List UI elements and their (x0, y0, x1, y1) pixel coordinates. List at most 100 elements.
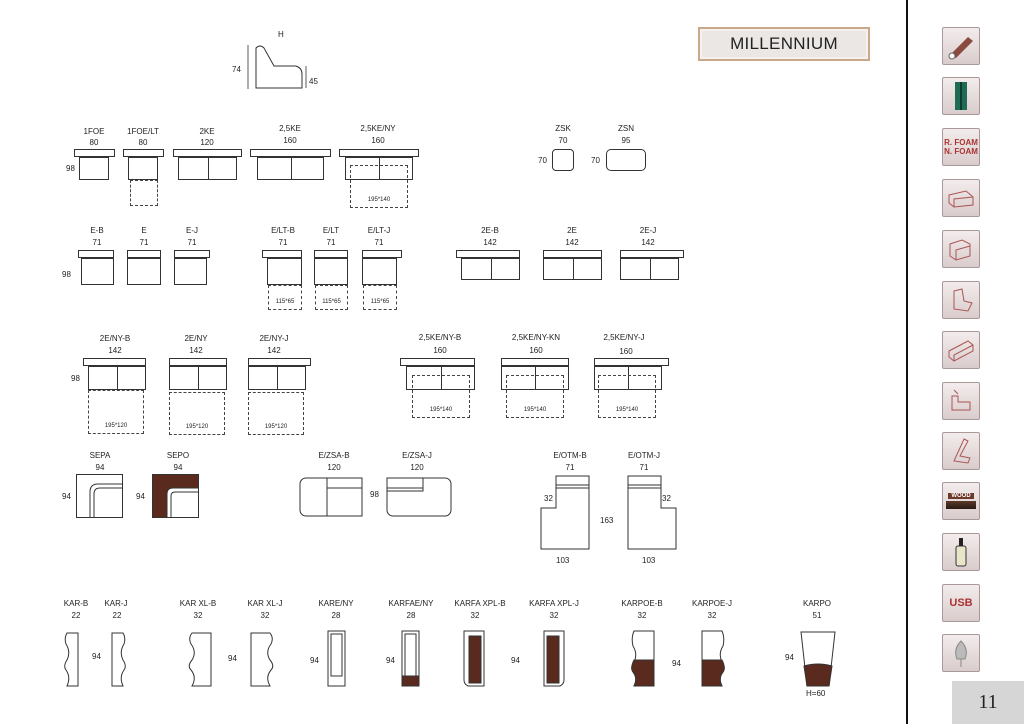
corner-open-drawing (76, 474, 123, 518)
depth-32: 32 (662, 494, 671, 503)
module-code: E-J (186, 226, 198, 235)
module-code: E/ZSA-J (402, 451, 432, 460)
module-seat (128, 157, 158, 180)
module-back (127, 250, 161, 258)
module-width: 80 (138, 138, 148, 147)
module-width: 71 (139, 238, 149, 247)
module-width: 160 (529, 346, 543, 355)
module-back (362, 250, 402, 258)
side-profile-drawing (247, 45, 307, 89)
module-width: 71 (374, 238, 384, 247)
module-back (169, 358, 227, 366)
module-seat (257, 157, 324, 180)
module-code: 2KE (199, 127, 215, 136)
depth-94: 94 (310, 656, 319, 665)
side-table-drawing (800, 631, 836, 687)
module-seat (178, 157, 237, 180)
module-code: E/LT (322, 226, 340, 235)
module-code: 2E/NY-B (99, 334, 131, 343)
depth-103: 103 (642, 556, 656, 565)
module-seat (174, 258, 207, 285)
module-width: 142 (267, 346, 281, 355)
depth-32: 32 (544, 494, 553, 503)
module-back (456, 250, 520, 258)
module-code: KAR XL-J (247, 599, 283, 608)
ottoman-left-drawing (540, 475, 590, 550)
module-back (314, 250, 348, 258)
stool-rect (606, 149, 646, 171)
module-width: 94 (173, 463, 183, 472)
module-width: 120 (200, 138, 214, 147)
height-45: 45 (309, 77, 318, 86)
module-seat (81, 258, 114, 285)
stool-square (552, 149, 574, 171)
module-back (339, 149, 419, 157)
depth-94: 94 (228, 654, 237, 663)
module-code: 2,5KE (279, 124, 301, 133)
module-code: E/LT-J (367, 226, 391, 235)
depth-98: 98 (62, 270, 71, 279)
usb-icon: USB (942, 584, 980, 622)
lamp-icon (942, 634, 980, 672)
usb-label: USB (949, 597, 973, 609)
page-number: 11 (952, 681, 1024, 724)
armrest-xl-left-drawing (188, 632, 212, 687)
armrest-wood-right-drawing (543, 630, 565, 687)
depth-94: 94 (62, 492, 71, 501)
module-seat (79, 157, 109, 180)
recliner-icon (942, 281, 980, 319)
module-code: 2E/NY-J (259, 334, 289, 343)
headrest-icon (942, 432, 980, 470)
bed-outline: 115*65 (363, 285, 397, 310)
module-width: 22 (112, 611, 122, 620)
module-back (543, 250, 602, 258)
corner-closed-drawing (152, 474, 199, 518)
module-width: 120 (410, 463, 424, 472)
module-code: KARPO (802, 599, 832, 608)
depth-94: 94 (785, 653, 794, 662)
bed-outline: 195*140 (598, 375, 656, 418)
pull-out-bed-icon (942, 331, 980, 369)
module-width: 32 (549, 611, 559, 620)
module-seat (461, 258, 520, 280)
module-width: 95 (621, 136, 631, 145)
module-seat (267, 258, 302, 285)
nfoam-label: N. FOAM (944, 147, 978, 156)
module-code: 2E-B (481, 226, 499, 235)
module-back (78, 250, 114, 258)
depth-94: 94 (672, 659, 681, 668)
bed-outline: 195*120 (169, 392, 225, 435)
module-width: 120 (327, 463, 341, 472)
armrest-wood-left-drawing (463, 630, 485, 687)
module-width: 160 (619, 347, 633, 356)
fabric-icon (942, 27, 980, 65)
module-back (620, 250, 684, 258)
module-seat (620, 258, 679, 280)
armrest-pocket-left-drawing (631, 630, 655, 687)
module-code: E/OTM-J (628, 451, 660, 460)
module-back (262, 250, 302, 258)
armrest-pocket-right-drawing (701, 630, 725, 687)
module-seat (406, 366, 475, 390)
module-seat (127, 258, 161, 285)
depth-94: 94 (136, 492, 145, 501)
module-seat (594, 366, 662, 390)
module-back (74, 149, 115, 157)
module-code: 2,5KE/NY (360, 124, 396, 133)
depth-94: 94 (511, 656, 520, 665)
bed-outline: 195*140 (412, 375, 470, 418)
module-width: 160 (371, 136, 385, 145)
bed-outline: 115*65 (315, 285, 348, 310)
spring-icon (942, 77, 980, 115)
module-back (174, 250, 210, 258)
module-back (250, 149, 331, 157)
module-width: 160 (283, 136, 297, 145)
module-back (400, 358, 475, 366)
module-width: 71 (278, 238, 288, 247)
module-width: 28 (331, 611, 341, 620)
module-code: E/OTM-B (553, 451, 587, 460)
module-seat (88, 366, 146, 390)
module-seat (314, 258, 348, 285)
module-seat (543, 258, 602, 280)
bed-outline (130, 180, 158, 206)
